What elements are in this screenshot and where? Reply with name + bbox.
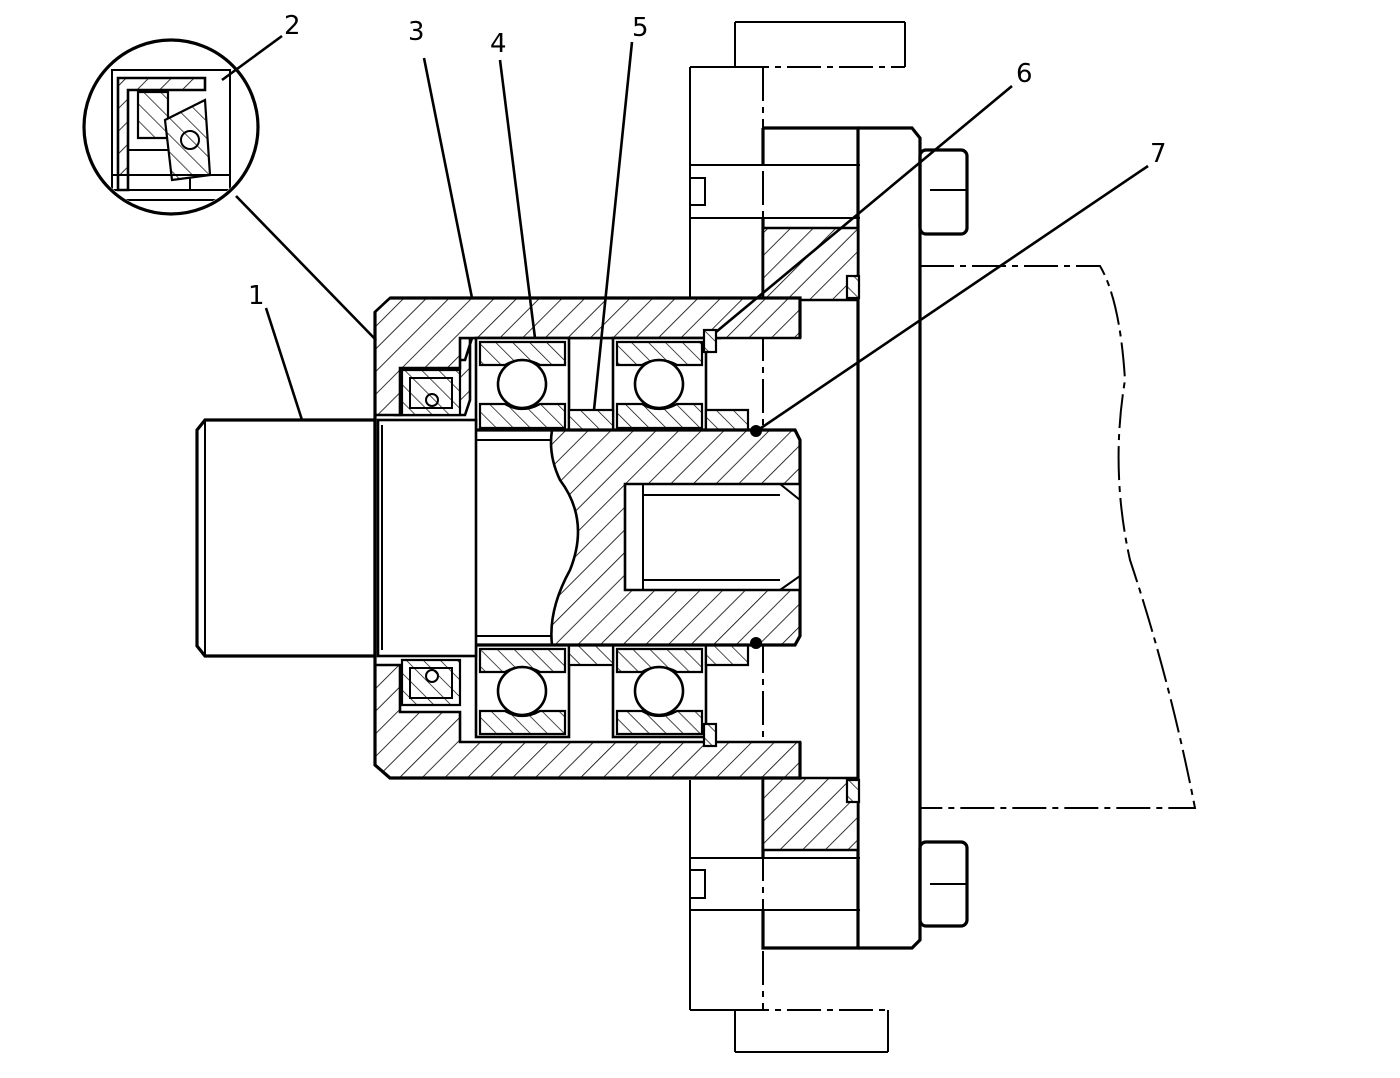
leader-4 [498,59,537,339]
callout-2: 2 [284,11,301,41]
ball-bearings [474,336,708,739]
callout-4: 4 [490,29,507,59]
shaft [195,418,802,658]
callout-labels: 1 2 3 4 5 6 7 [248,11,1167,311]
leader-5 [592,41,634,411]
leader-6 [715,85,1013,333]
leader-2 [221,34,283,82]
driven-unit-outline [920,265,1197,809]
callout-5: 5 [632,13,649,43]
leader-lines [221,34,1149,432]
callout-1: 1 [248,281,265,311]
callout-3: 3 [408,17,425,47]
leader-1 [264,307,304,421]
seal-detail-view [82,38,377,341]
spacer-and-retaining-rings [567,328,750,748]
leader-7 [757,164,1149,432]
callout-7: 7 [1150,139,1167,169]
leader-3 [422,57,474,299]
shaft-seals [400,368,462,707]
bearing-housing [373,296,802,780]
callout-6: 6 [1016,59,1033,89]
